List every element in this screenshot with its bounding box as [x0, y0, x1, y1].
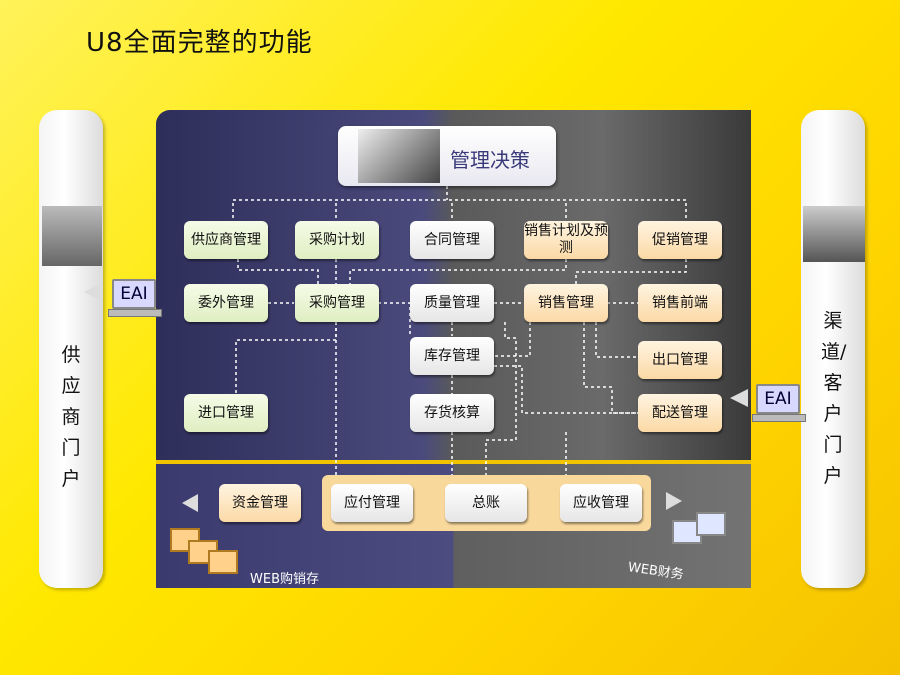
inventory-accounting-box[interactable]: 存货核算: [410, 394, 494, 432]
sales-frontend-box[interactable]: 销售前端: [638, 284, 722, 322]
panel-divider: [156, 460, 751, 464]
finance-computer-icon-2: [696, 512, 726, 536]
import-mgmt-box[interactable]: 进口管理: [184, 394, 268, 432]
supplier-portal-label: 供应商门户: [61, 344, 81, 490]
fund-mgmt-box[interactable]: 资金管理: [219, 484, 301, 522]
decision-box[interactable]: 管理决策: [338, 126, 556, 186]
general-ledger-box[interactable]: 总账: [445, 484, 527, 522]
inventory-mgmt-box[interactable]: 库存管理: [410, 337, 494, 375]
outsourcing-mgmt-box[interactable]: 委外管理: [184, 284, 268, 322]
left-eai-arrow-icon: [84, 283, 102, 301]
contract-mgmt-box[interactable]: 合同管理: [410, 221, 494, 259]
page-title: U8全面完整的功能: [86, 28, 313, 58]
executive-photo: [358, 129, 440, 183]
left-eai-keyboard: [108, 309, 162, 317]
quality-mgmt-box[interactable]: 质量管理: [410, 284, 494, 322]
sales-plan-box[interactable]: 销售计划及预测: [524, 221, 608, 259]
left-eai-label: EAI: [112, 279, 156, 309]
customer-portal-panel: 渠道/客户门户: [801, 110, 865, 588]
right-arrow-icon: [666, 492, 682, 510]
left-arrow-icon: [182, 494, 198, 512]
purchase-plan-box[interactable]: 采购计划: [295, 221, 379, 259]
promotion-mgmt-box[interactable]: 促销管理: [638, 221, 722, 259]
payables-mgmt-box[interactable]: 应付管理: [331, 484, 413, 522]
supplier-portal-panel: 供应商门户: [39, 110, 103, 588]
supplier-photo: [42, 206, 102, 266]
customer-portal-label: 渠道/客户门户: [821, 310, 847, 487]
delivery-mgmt-box[interactable]: 配送管理: [638, 394, 722, 432]
web-purchase-label: WEB购销存: [250, 572, 319, 587]
web-computer-icon-3: [208, 550, 238, 574]
right-eai-arrow-icon: [730, 389, 748, 407]
sales-mgmt-box[interactable]: 销售管理: [524, 284, 608, 322]
supplier-mgmt-box[interactable]: 供应商管理: [184, 221, 268, 259]
customer-photo: [803, 206, 865, 262]
decision-label: 管理决策: [450, 148, 530, 172]
export-mgmt-box[interactable]: 出口管理: [638, 341, 722, 379]
receivables-mgmt-box[interactable]: 应收管理: [560, 484, 642, 522]
purchase-mgmt-box[interactable]: 采购管理: [295, 284, 379, 322]
right-eai-label: EAI: [756, 384, 800, 414]
right-eai-keyboard: [752, 414, 806, 422]
